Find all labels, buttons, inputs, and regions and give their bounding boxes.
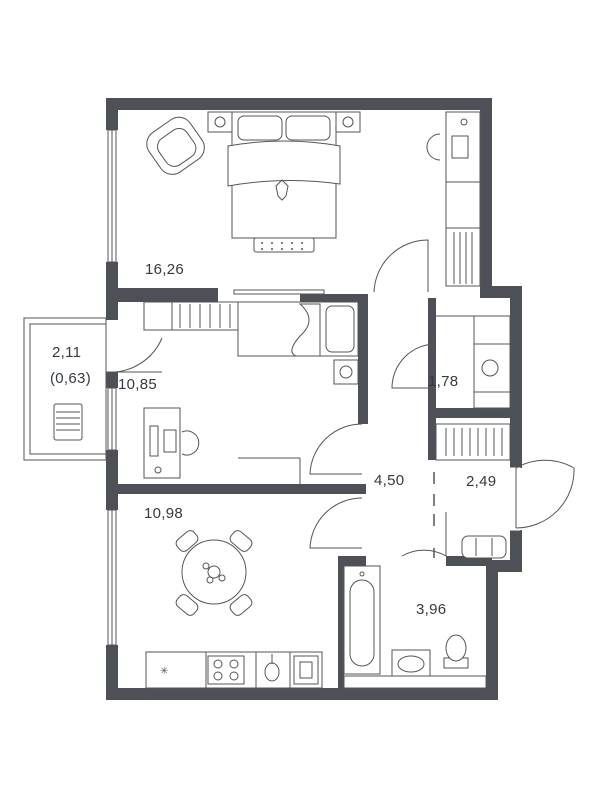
area-bathroom: 3,96 [416, 601, 446, 618]
area-entrance: 2,49 [466, 473, 496, 490]
balcony [23, 317, 163, 461]
wall-right-2 [510, 286, 522, 468]
wardrobe-room [391, 315, 511, 409]
wall-bath-top-a [338, 556, 366, 566]
wall-wardrobe-bottom [428, 408, 510, 418]
bedroom-small [143, 301, 363, 484]
bathroom-door-swing [401, 549, 447, 557]
wall-left-5 [106, 645, 118, 700]
kitchen-door-swing [309, 497, 363, 549]
wardrobe-small [171, 301, 239, 331]
wall-closet-left [428, 418, 436, 460]
area-labels: 16,26 2,11 (0,63) 10,85 1,78 4,50 2,49 1… [50, 261, 496, 618]
wall-right-5 [486, 560, 498, 700]
desk-small [143, 407, 200, 479]
wall-divider-1a [106, 288, 218, 302]
washing-machine-icon [481, 359, 499, 377]
stove-icon [207, 655, 245, 685]
entrance-door-swing [515, 459, 575, 529]
wall-left-3 [106, 372, 118, 388]
wall-left-4 [106, 450, 118, 510]
balcony-chair-icon [53, 403, 83, 441]
wall-bath-top-b [446, 556, 492, 566]
area-bedroom-small: 10,85 [118, 376, 157, 393]
entrance [433, 423, 575, 559]
svg-text:✳: ✳ [160, 666, 168, 677]
bathtub-icon [343, 565, 381, 675]
single-bed-icon [237, 301, 359, 357]
toilet-icon [443, 634, 469, 669]
wall-wardrobe-left [428, 298, 436, 414]
balcony-door-swing [105, 337, 163, 373]
wall-bottom [106, 688, 498, 700]
double-bed-icon [227, 111, 341, 253]
area-hallway: 4,50 [374, 472, 404, 489]
bedroom-door-swing [373, 239, 429, 293]
wall-right-1 [480, 98, 492, 288]
wall-left-1 [106, 98, 118, 130]
sink-icon [264, 654, 280, 682]
wardrobe-bedroom [445, 181, 481, 287]
wall-divider-2 [106, 484, 366, 494]
dining-table-icon [175, 530, 253, 616]
windows [107, 129, 521, 646]
armchair-icon [146, 116, 205, 175]
bedroom-large [146, 111, 481, 295]
shoe-rack [461, 535, 507, 559]
nightstand-right [335, 111, 361, 133]
wall-top [106, 98, 492, 110]
fridge [293, 655, 319, 685]
small-bedroom-door-swing [309, 423, 363, 475]
bathroom [343, 512, 487, 689]
outer-walls [106, 98, 522, 700]
nightstand-left [207, 111, 233, 133]
wall-bath-left [338, 556, 344, 690]
area-wardrobe-room: 1,78 [428, 373, 458, 390]
inner-walls [106, 288, 510, 690]
area-bedroom-large: 16,26 [145, 261, 184, 278]
entrance-opening [509, 467, 521, 531]
area-balcony-sub: (0,63) [50, 370, 91, 387]
washbasin-icon [391, 649, 431, 677]
desk-chair-icon [426, 111, 481, 183]
wall-small-bed-right [358, 294, 368, 424]
kitchen: ✳ [145, 497, 363, 689]
area-kitchen: 10,98 [144, 505, 183, 522]
wall-divider-1b [300, 294, 368, 302]
area-balcony: 2,11 [52, 344, 81, 361]
wardrobe-door-swing [391, 343, 437, 389]
